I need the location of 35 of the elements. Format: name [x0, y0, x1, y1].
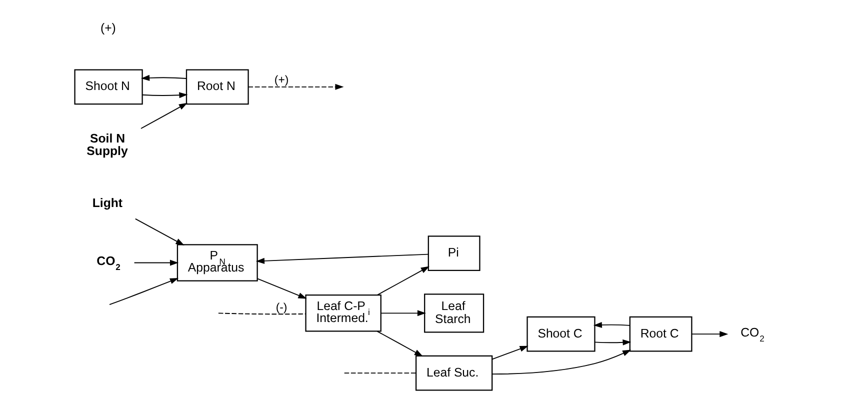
arrow: [492, 350, 632, 375]
node-box: Leaf C-P$_{i}$ Intermed.: [305, 294, 382, 332]
edge-label: (-): [276, 302, 288, 314]
connector: [218, 312, 306, 315]
arrow: [109, 278, 179, 306]
node-text: CO$_{2}$: [740, 325, 764, 344]
node-text: CO$_{2}$: [96, 254, 120, 272]
arrow: [376, 330, 424, 356]
node-box: Shoot C: [526, 316, 596, 352]
edge-label: (+): [274, 74, 289, 87]
node-box: Leaf Starch: [424, 294, 484, 333]
arrow: [134, 218, 184, 246]
arrow: [593, 322, 630, 328]
arrow: [380, 310, 426, 316]
node-box: Pi: [428, 236, 480, 271]
label: (+): [100, 21, 116, 36]
node-box: Shoot N: [74, 69, 143, 105]
node-box: Root C: [629, 316, 692, 352]
arrow: [140, 102, 188, 129]
arrow: [142, 92, 188, 98]
node-box: Root N: [186, 69, 249, 105]
arrow: [134, 260, 179, 266]
connector: [344, 372, 416, 374]
node-text: Light: [92, 196, 123, 210]
arrow: [141, 74, 187, 81]
node-box: P$_{N}$ Apparatus: [176, 244, 258, 282]
arrow: [257, 278, 307, 299]
arrow: [256, 254, 429, 264]
arrow: [594, 339, 632, 346]
arrow: [248, 84, 344, 90]
arrow: [691, 331, 728, 338]
arrow: [492, 346, 528, 360]
node-box: Leaf Suc.: [415, 355, 493, 391]
node-text: Soil N Supply: [86, 131, 128, 158]
arrow: [376, 266, 430, 296]
